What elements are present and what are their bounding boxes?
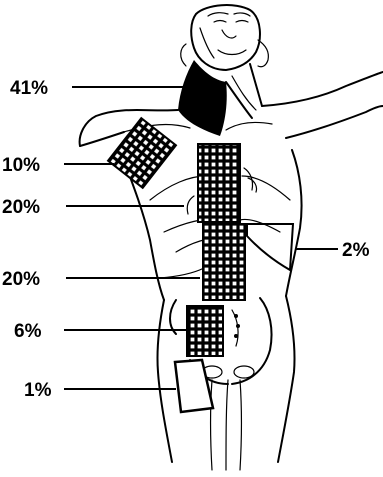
label-neck: 41% <box>10 78 48 99</box>
field-left-subphrenic <box>247 224 293 270</box>
field-pelvis <box>187 306 223 356</box>
field-abdomen <box>203 224 245 300</box>
field-mediastinum <box>198 144 240 222</box>
label-abdomen: 20% <box>2 269 40 290</box>
label-pelvis: 6% <box>14 321 42 342</box>
label-left-subphrenic: 2% <box>342 240 370 261</box>
neck-region <box>178 60 262 136</box>
label-groin: 1% <box>24 380 52 401</box>
label-mediastinum: 20% <box>2 197 40 218</box>
label-supraclavicular: 10% <box>2 155 40 176</box>
field-supraclavicular <box>108 118 176 188</box>
field-groin <box>175 360 213 412</box>
